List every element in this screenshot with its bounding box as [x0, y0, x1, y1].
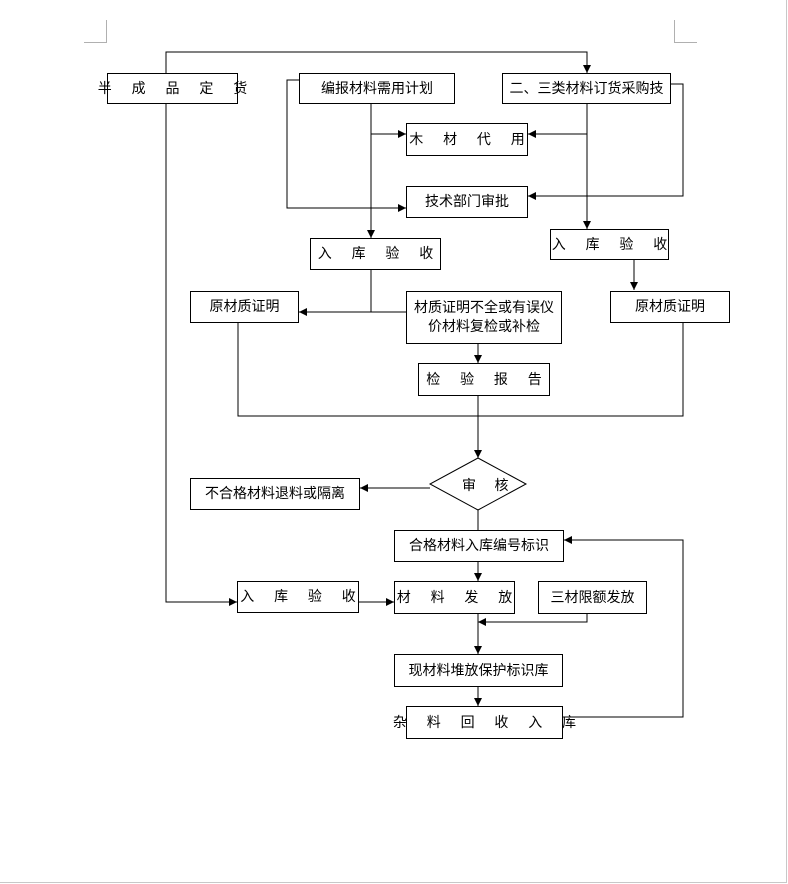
node-wood-substitute: 木 材 代 用: [406, 123, 528, 156]
node-material-issue: 材 料 发 放: [394, 581, 515, 614]
connector-cert-left-down: [237, 323, 684, 417]
node-semi-finished-order: 半 成 品 定 货: [98, 73, 247, 104]
node-review-label: 审 核: [462, 478, 516, 494]
node-receive-inspect-bottom: 入 库 验 收: [237, 581, 359, 613]
node-receive-inspect-left: 入 库 验 收: [310, 238, 441, 270]
node-raw-material-cert-left: 原材质证明: [190, 291, 299, 323]
node-material-stacking-protection: 现材料堆放保护标识库: [394, 654, 563, 687]
margin-corner-top-left: [84, 20, 107, 43]
connector-class23-to-approval: [528, 83, 684, 200]
node-receive-inspect-right: 入 库 验 收: [550, 229, 669, 260]
node-inspection-report: 检 验 报 告: [418, 363, 550, 396]
node-qualified-material-labeling: 合格材料入库编号标识: [394, 530, 564, 562]
review-diamond: [428, 457, 528, 511]
connector-semi-to-receive-bottom: [165, 104, 237, 606]
node-tech-department-approval: 技术部门审批: [406, 186, 528, 218]
node-three-material-quota-issue: 三材限额发放: [538, 581, 647, 614]
node-class23-purchase: 二、三类材料订货采购技: [502, 73, 671, 104]
margin-corner-top-right: [674, 20, 697, 43]
connector-plan-to-approval: [286, 79, 406, 212]
connector-scrap-to-qualified: [563, 536, 684, 718]
node-reject-or-isolate: 不合格材料退料或隔离: [190, 478, 360, 510]
node-recheck-material: 材质证明不全或有误仪价材料复检或补检: [406, 291, 562, 344]
node-scrap-recycle-storage: 杂 料 回 收 入 库: [393, 706, 576, 739]
node-raw-material-cert-right: 原材质证明: [610, 291, 730, 323]
connector-quota-to-stack: [478, 614, 588, 626]
connector-semi-to-class23: [165, 51, 591, 74]
connector-receive-left-to-cert-left: [370, 270, 406, 313]
node-compile-material-plan: 编报材料需用计划: [299, 73, 455, 104]
